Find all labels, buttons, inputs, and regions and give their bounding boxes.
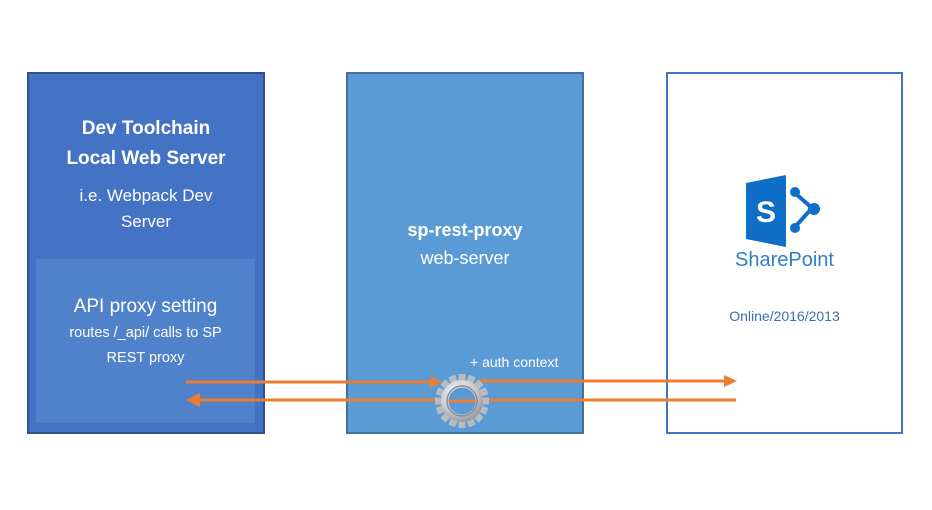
api-proxy-desc-line2: REST proxy [106, 350, 185, 366]
local-server-title-line1: Dev Toolchain [81, 118, 211, 139]
api-proxy-setting-box [36, 259, 255, 423]
gear-tooth [458, 418, 466, 428]
gear-tooth [458, 374, 466, 384]
sharepoint-box [666, 72, 903, 434]
gear-icon [435, 374, 489, 428]
request-arrow [186, 376, 442, 388]
forward-arrow [478, 375, 737, 387]
sharepoint-logo-icon: S [746, 175, 820, 247]
proxy-title: sp-rest-proxy [407, 220, 523, 240]
api-proxy-desc-line1: routes /_api/ calls to SP [69, 325, 222, 341]
sharepoint-logo-letter: S [756, 196, 776, 229]
sharepoint-logo-text: SharePoint [735, 249, 834, 271]
local-server-subtitle-line2: Server [120, 212, 172, 231]
local-server-subtitle-line1: i.e. Webpack Dev [79, 186, 213, 205]
sharepoint-versions: Online/2016/2013 [729, 308, 840, 324]
auth-context-label: + auth context [470, 354, 559, 370]
sp-rest-proxy-box [346, 72, 584, 434]
proxy-subtitle: web-server [420, 248, 510, 268]
local-server-title-line2: Local Web Server [66, 148, 226, 169]
api-proxy-title: API proxy setting [73, 296, 218, 317]
sharepoint-logo-panel [746, 175, 786, 247]
